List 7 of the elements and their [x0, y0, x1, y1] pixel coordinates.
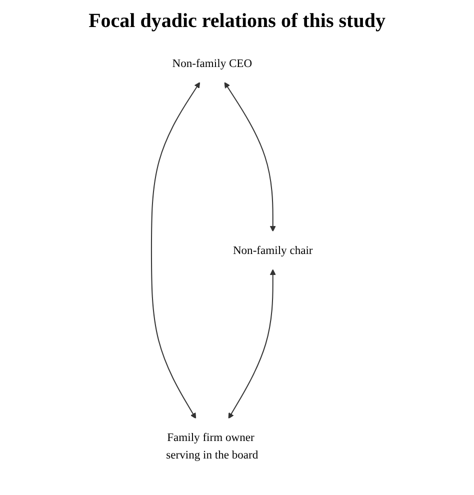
diagram-title: Focal dyadic relations of this study: [88, 10, 386, 33]
arrow: [228, 269, 276, 419]
node-text: Non-family chair: [232, 244, 313, 257]
arrow: [224, 82, 276, 232]
arrow: [150, 82, 200, 419]
node-text: Non-family CEO: [172, 56, 252, 70]
node-text: Family firm owner serving in the board: [166, 430, 258, 462]
